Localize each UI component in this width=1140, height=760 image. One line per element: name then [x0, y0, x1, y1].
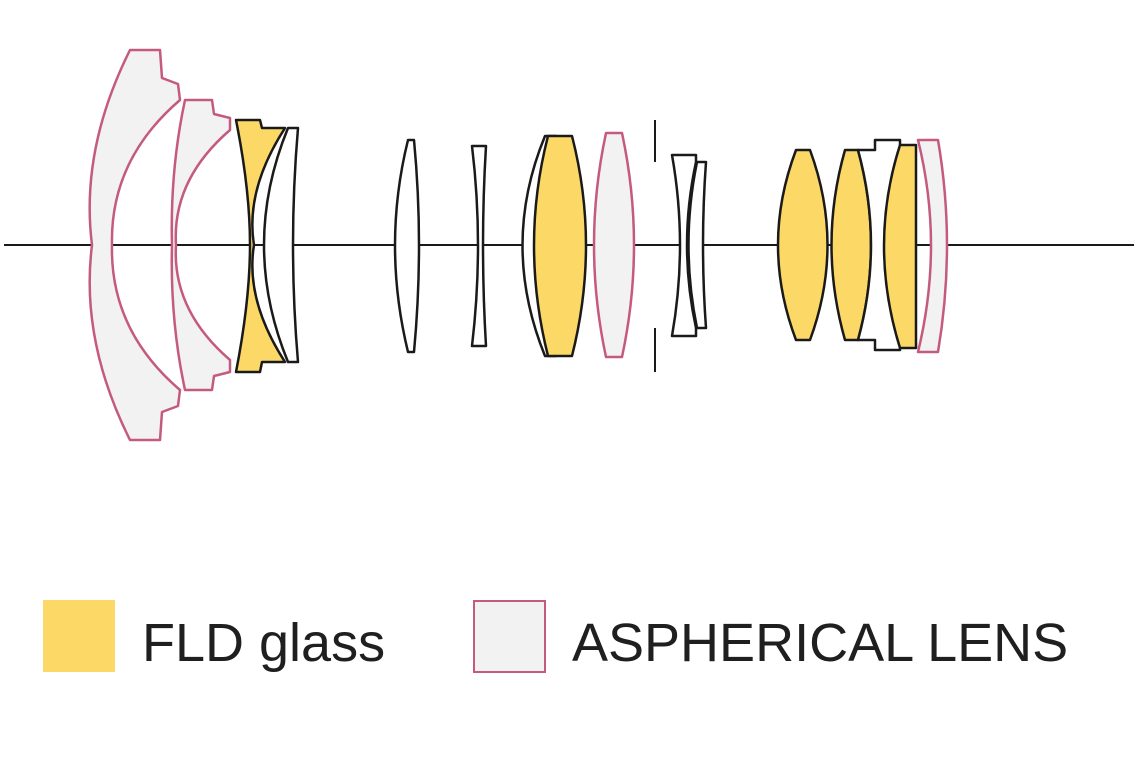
lens-element-16-aspherical [916, 138, 949, 354]
lens-element-4 [262, 126, 300, 364]
lens-element-15-fld [882, 143, 918, 350]
lens-element-12-fld [776, 148, 829, 342]
lens-element-5 [393, 138, 421, 354]
lens-element-10 [670, 153, 698, 338]
legend-label-fld: FLD glass [142, 613, 385, 673]
lens-element-1 [88, 48, 182, 442]
fld-swatch [43, 600, 115, 672]
lens-element-3-fld [234, 118, 287, 374]
aspherical-swatch [473, 600, 546, 673]
lens-element-2 [170, 98, 232, 392]
legend: FLD glass ASPHERICAL LENS [43, 600, 1068, 673]
legend-item-aspherical: ASPHERICAL LENS [473, 600, 1068, 673]
lens-element-11 [687, 160, 708, 330]
lens-element-9-aspherical [592, 131, 636, 359]
legend-label-aspherical: ASPHERICAL LENS [572, 613, 1068, 673]
lens-element-6 [470, 144, 488, 348]
legend-item-fld: FLD glass [43, 600, 385, 673]
lens-element-8-fld [532, 134, 588, 358]
